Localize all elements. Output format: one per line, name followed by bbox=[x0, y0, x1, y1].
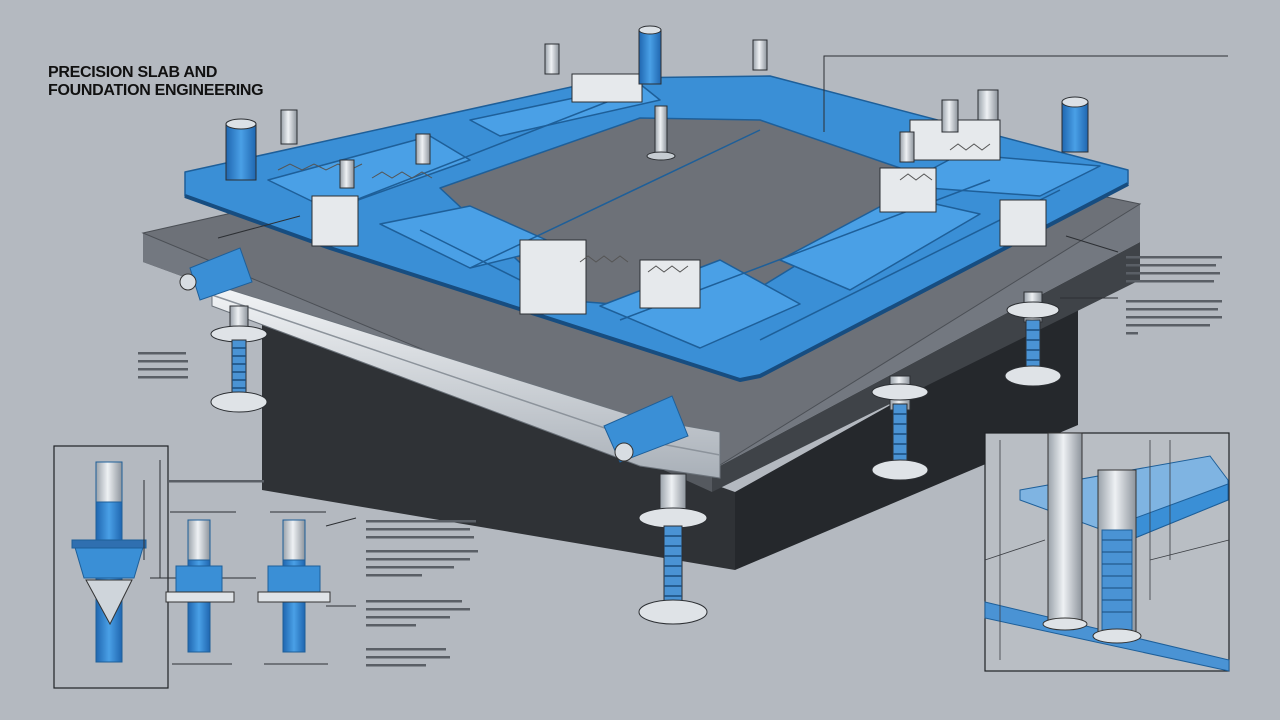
page-title: PRECISION SLAB AND FOUNDATION ENGINEERIN… bbox=[48, 64, 264, 100]
column-detail-panel bbox=[984, 432, 1230, 672]
top-posts bbox=[225, 25, 1089, 189]
screw-jack-legs bbox=[210, 291, 1062, 625]
title-line-2: FOUNDATION ENGINEERING bbox=[48, 82, 264, 99]
callout-lines bbox=[217, 55, 1228, 299]
section-detail-panel bbox=[53, 445, 478, 689]
annotation-marks-left bbox=[138, 352, 188, 379]
rail-clamps bbox=[179, 247, 689, 463]
title-line-1: PRECISION SLAB AND bbox=[48, 64, 218, 81]
frame-mechanisms bbox=[277, 73, 1047, 315]
annotation-marks-right bbox=[1126, 256, 1222, 335]
